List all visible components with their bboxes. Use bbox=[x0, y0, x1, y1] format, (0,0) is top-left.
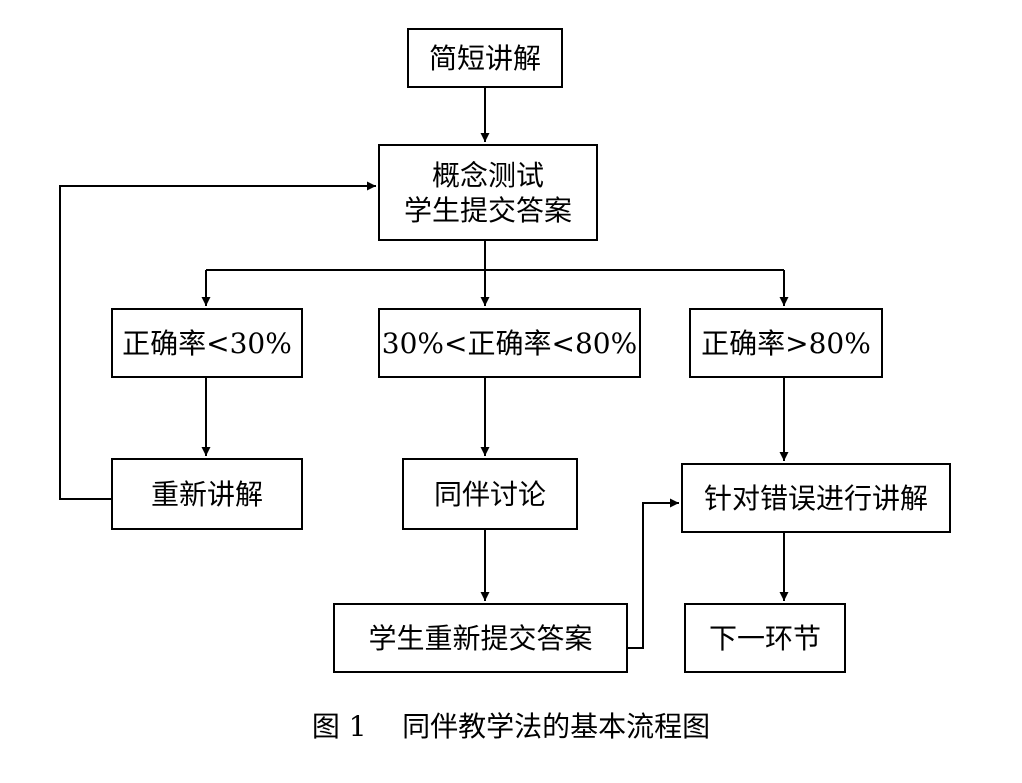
node-accuracy-30-to-80: 30%<正确率<80% bbox=[378, 308, 641, 378]
node-re-explain: 重新讲解 bbox=[111, 458, 303, 530]
edge-resubmit-to-targeted-explain bbox=[628, 498, 679, 649]
node-label: 同伴讨论 bbox=[433, 477, 546, 511]
node-label-line1: 概念测试 bbox=[431, 158, 544, 192]
node-targeted-explanation: 针对错误进行讲解 bbox=[681, 463, 951, 533]
node-peer-discussion: 同伴讨论 bbox=[402, 458, 578, 530]
node-label-line2: 学生提交答案 bbox=[403, 193, 572, 227]
node-brief-explanation: 简短讲解 bbox=[407, 28, 563, 88]
caption-figure-number: 图 1 bbox=[311, 710, 367, 743]
node-label: 重新讲解 bbox=[150, 477, 263, 511]
figure-caption: 图 1 同伴教学法的基本流程图 bbox=[0, 705, 1022, 745]
node-label: 简短讲解 bbox=[428, 41, 541, 75]
node-accuracy-below-30: 正确率<30% bbox=[111, 308, 303, 378]
node-label: 下一环节 bbox=[708, 621, 821, 655]
node-label: 正确率<30% bbox=[122, 326, 292, 360]
node-next-step: 下一环节 bbox=[684, 603, 846, 673]
node-concept-test: 概念测试 学生提交答案 bbox=[378, 144, 598, 241]
node-label: 针对错误进行讲解 bbox=[703, 481, 928, 515]
node-accuracy-above-80: 正确率>80% bbox=[689, 308, 883, 378]
node-label: 学生重新提交答案 bbox=[368, 621, 593, 655]
node-label: 30%<正确率<80% bbox=[381, 326, 638, 360]
edge-reexplain-loop-to-concept-test bbox=[59, 181, 376, 500]
node-resubmit-answers: 学生重新提交答案 bbox=[333, 603, 628, 673]
caption-title: 同伴教学法的基本流程图 bbox=[402, 710, 711, 743]
node-label: 正确率>80% bbox=[701, 326, 871, 360]
